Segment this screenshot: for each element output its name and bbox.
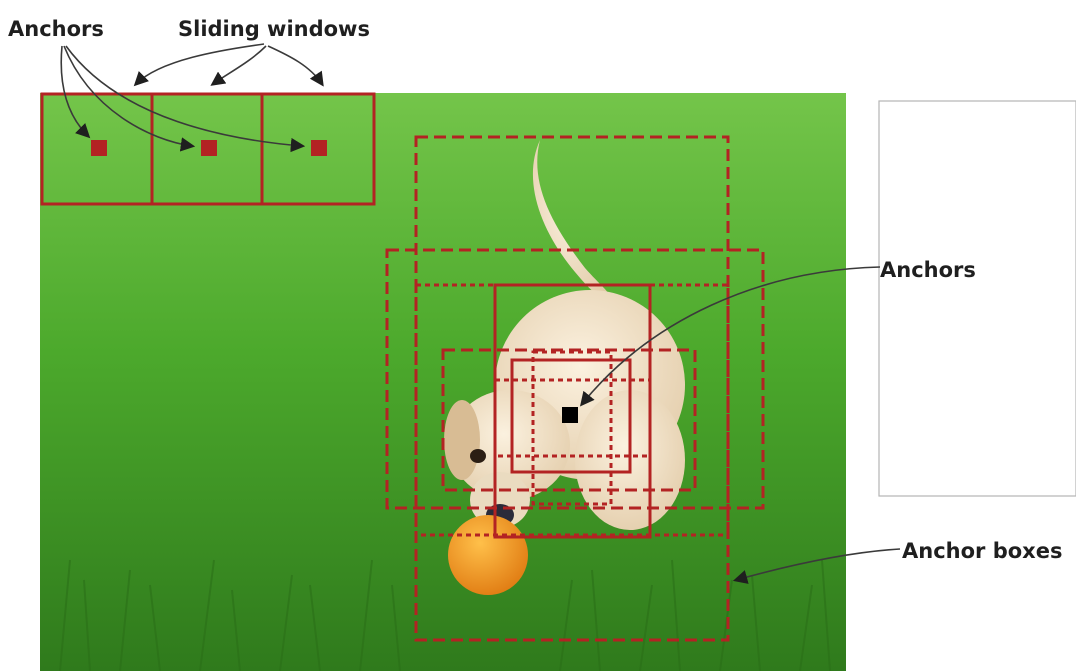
- label-anchor-boxes: Anchor boxes: [902, 539, 1062, 563]
- callout-sliding-3: [268, 46, 322, 84]
- grass-photo: [40, 93, 846, 671]
- label-sliding-windows: Sliding windows: [178, 17, 370, 41]
- anchor-point-3: [311, 140, 327, 156]
- side-panel: [879, 101, 1076, 496]
- label-anchors-right: Anchors: [880, 258, 976, 282]
- label-anchors-top: Anchors: [8, 17, 104, 41]
- anchor-point-2: [201, 140, 217, 156]
- anchor-point-1: [91, 140, 107, 156]
- orange-ball: [448, 515, 528, 595]
- callout-sliding-1: [136, 44, 264, 84]
- anchor-center-point: [562, 407, 578, 423]
